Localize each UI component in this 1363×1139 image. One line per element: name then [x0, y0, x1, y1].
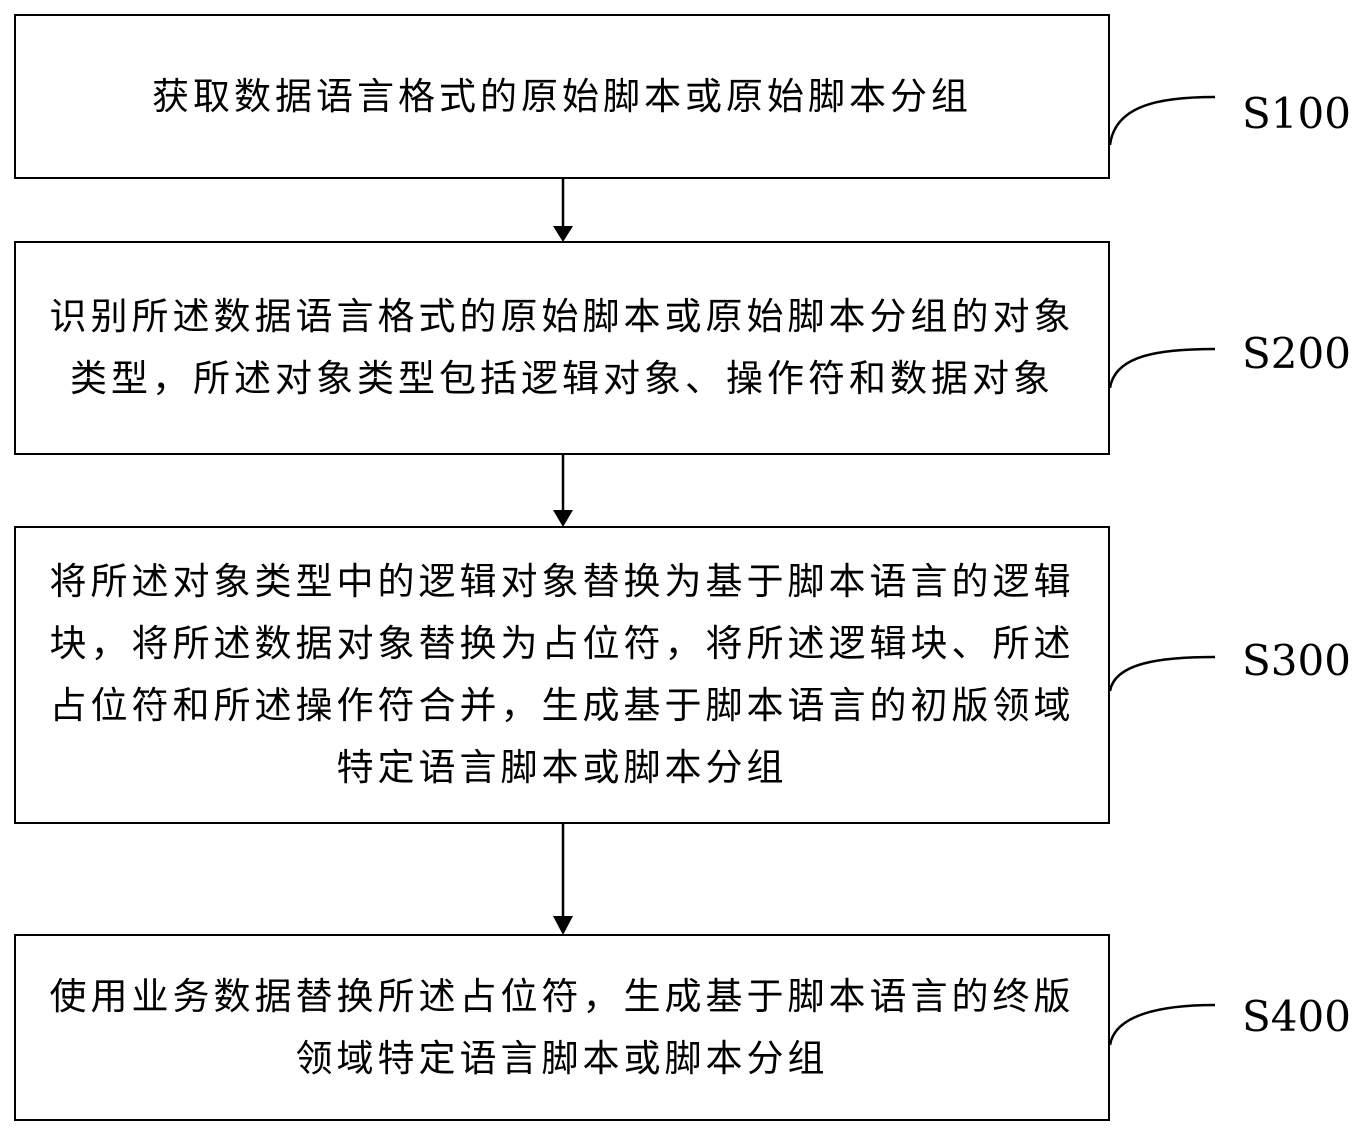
step-text-s200: 识别所述数据语言格式的原始脚本或原始脚本分组的对象类型，所述对象类型包括逻辑对象…: [49, 295, 1075, 400]
step-box-s100: 获取数据语言格式的原始脚本或原始脚本分组: [14, 14, 1110, 179]
step-label-s400: S400: [1242, 992, 1351, 1041]
leader-line-s200: [1108, 347, 1216, 389]
leader-line-s400: [1108, 1003, 1216, 1046]
step-label-s200: S200: [1242, 329, 1351, 378]
arrow-s200-to-s300: [553, 455, 573, 527]
step-box-s300: 将所述对象类型中的逻辑对象替换为基于脚本语言的逻辑块，将所述数据对象替换为占位符…: [14, 526, 1110, 824]
step-text-s400: 使用业务数据替换所述占位符，生成基于脚本语言的终版领域特定语言脚本或脚本分组: [49, 974, 1075, 1080]
leader-line-s100: [1108, 95, 1216, 146]
step-label-s300: S300: [1242, 636, 1351, 685]
arrow-s100-to-s200: [553, 179, 573, 242]
step-text-s300: 将所述对象类型中的逻辑对象替换为基于脚本语言的逻辑块，将所述数据对象替换为占位符…: [49, 560, 1075, 789]
leader-line-s300: [1108, 655, 1216, 692]
step-box-s400: 使用业务数据替换所述占位符，生成基于脚本语言的终版领域特定语言脚本或脚本分组: [14, 934, 1110, 1121]
step-label-s100: S100: [1242, 89, 1351, 138]
arrow-s300-to-s400: [553, 824, 573, 935]
step-box-s200: 识别所述数据语言格式的原始脚本或原始脚本分组的对象类型，所述对象类型包括逻辑对象…: [14, 241, 1110, 455]
step-text-s100: 获取数据语言格式的原始脚本或原始脚本分组: [152, 74, 972, 118]
